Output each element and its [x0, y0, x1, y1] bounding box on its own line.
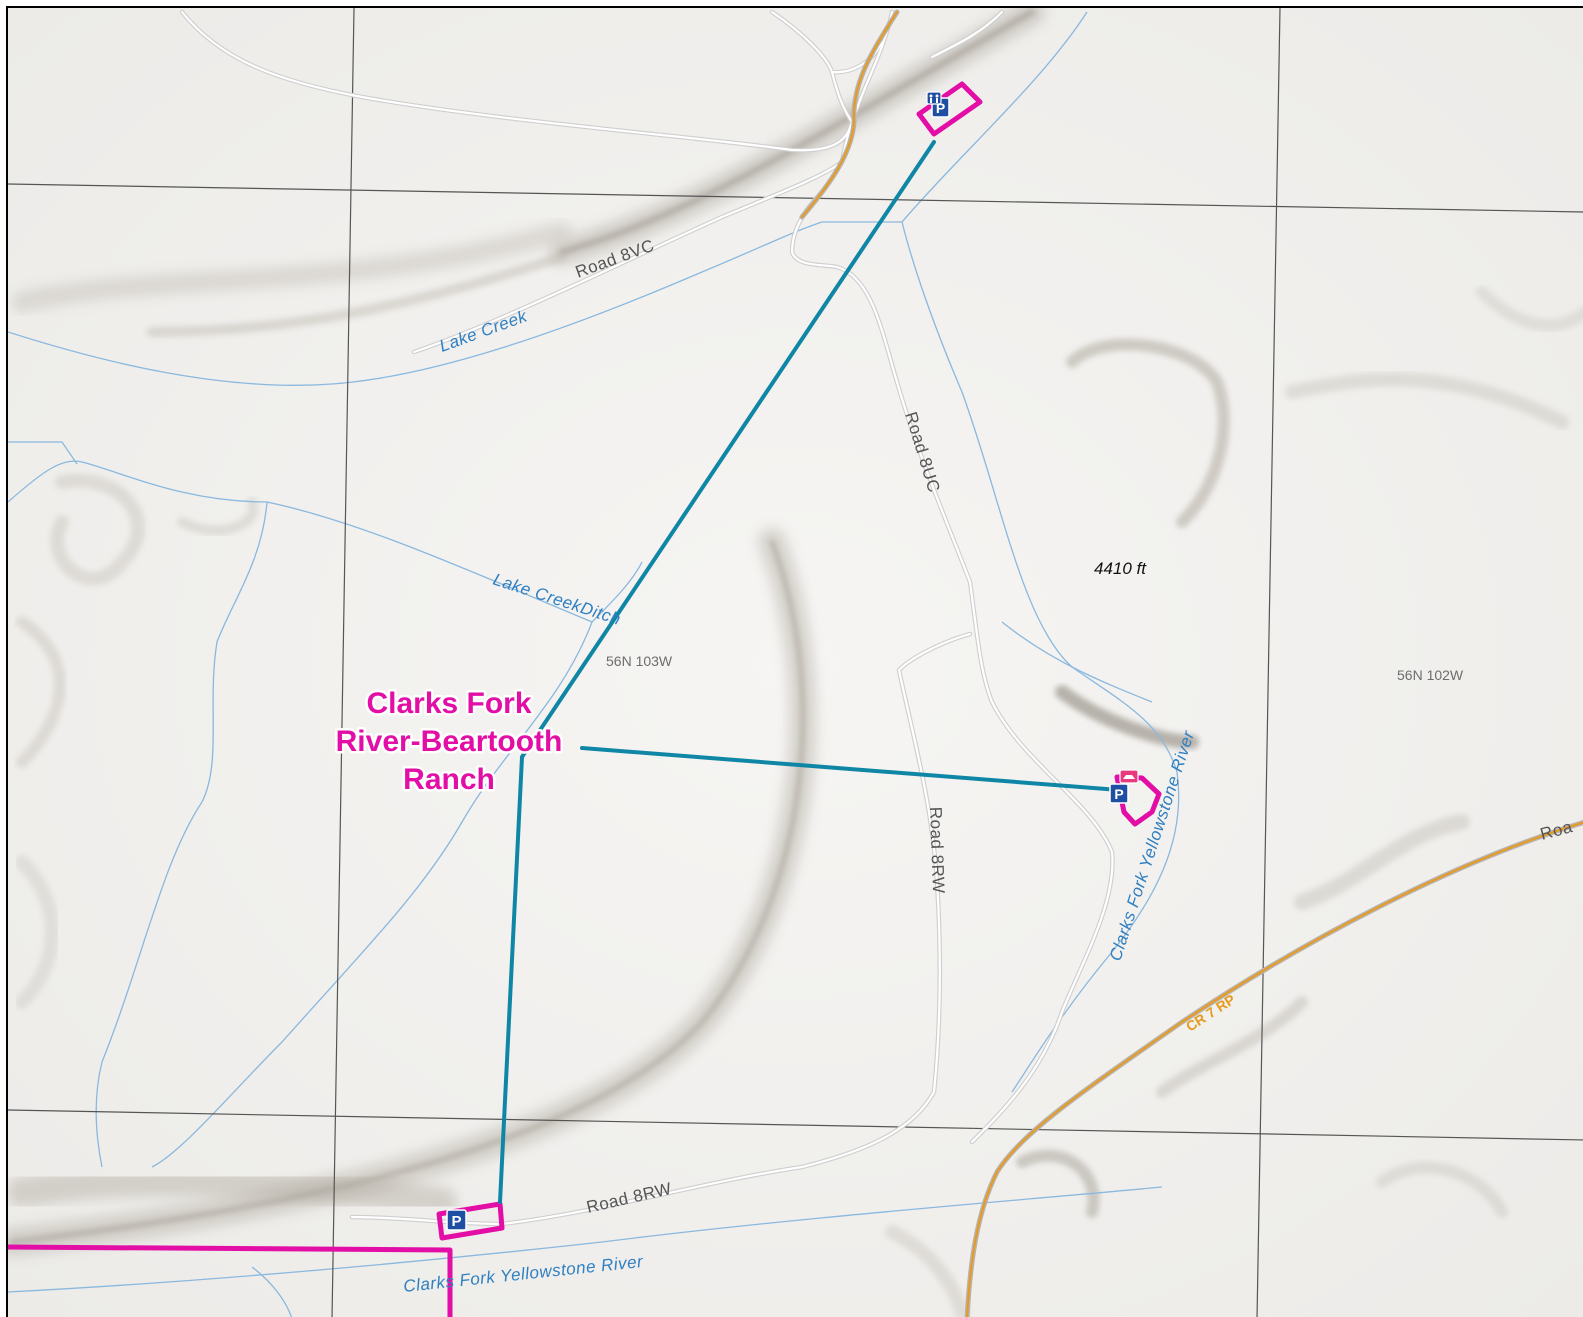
hillshade-terrain: [8, 8, 1583, 1317]
connector-lines: [498, 140, 1121, 1204]
parking-icon[interactable]: P: [1109, 783, 1129, 804]
stream-east-branch: [1001, 621, 1153, 703]
road-label-8rw-north: Road 8RW: [926, 806, 948, 893]
access-boundaries: [8, 81, 1162, 1317]
svg-text:P: P: [451, 1213, 461, 1230]
stream-west-drainage: [95, 501, 268, 1168]
site-name-line3: Ranch: [403, 763, 495, 796]
township-grid: [8, 8, 1583, 1317]
connector-north: [520, 140, 936, 759]
restroom-icon[interactable]: [926, 91, 942, 105]
access-boundary-south: [8, 1244, 453, 1317]
stream-south-branch: [251, 1266, 292, 1317]
stream-central-drainage: [151, 621, 593, 1168]
lake-creek-stream: [8, 221, 823, 386]
map-svg[interactable]: P P P Road 8VC Road 8UC Road 8RW Road 8R…: [8, 8, 1583, 1317]
river-south-channel: [8, 1186, 1163, 1293]
streams: [8, 11, 1180, 1317]
site-name-line1: Clarks Fork: [366, 687, 531, 720]
svg-text:P: P: [1114, 786, 1123, 802]
parking-icon[interactable]: P: [446, 1209, 467, 1231]
access-boundary-river: [1114, 774, 1162, 827]
township-label-east: 56N 102W: [1397, 667, 1464, 683]
elevation-label: 4410 ft: [1094, 559, 1147, 578]
map-canvas[interactable]: P P P Road 8VC Road 8UC Road 8RW Road 8R…: [6, 6, 1583, 1317]
boat-ramp-icon[interactable]: [1119, 769, 1139, 784]
svg-text:P: P: [936, 100, 945, 116]
stream-northeast: [901, 11, 1088, 223]
access-boundary-north: [916, 81, 983, 137]
river-east-channel: [822, 221, 1180, 1093]
site-name-line2: River-Beartooth: [336, 725, 563, 758]
site-name-label[interactable]: Clarks Fork River-Beartooth Ranch: [333, 685, 565, 799]
connector-south: [498, 755, 524, 1204]
stream-west-fork: [8, 441, 78, 465]
lake-creek-ditch-stream: [8, 460, 643, 623]
township-label-west: 56N 103W: [606, 653, 673, 669]
access-boundary-road8rw: [436, 1201, 505, 1241]
connector-east: [580, 746, 1121, 792]
